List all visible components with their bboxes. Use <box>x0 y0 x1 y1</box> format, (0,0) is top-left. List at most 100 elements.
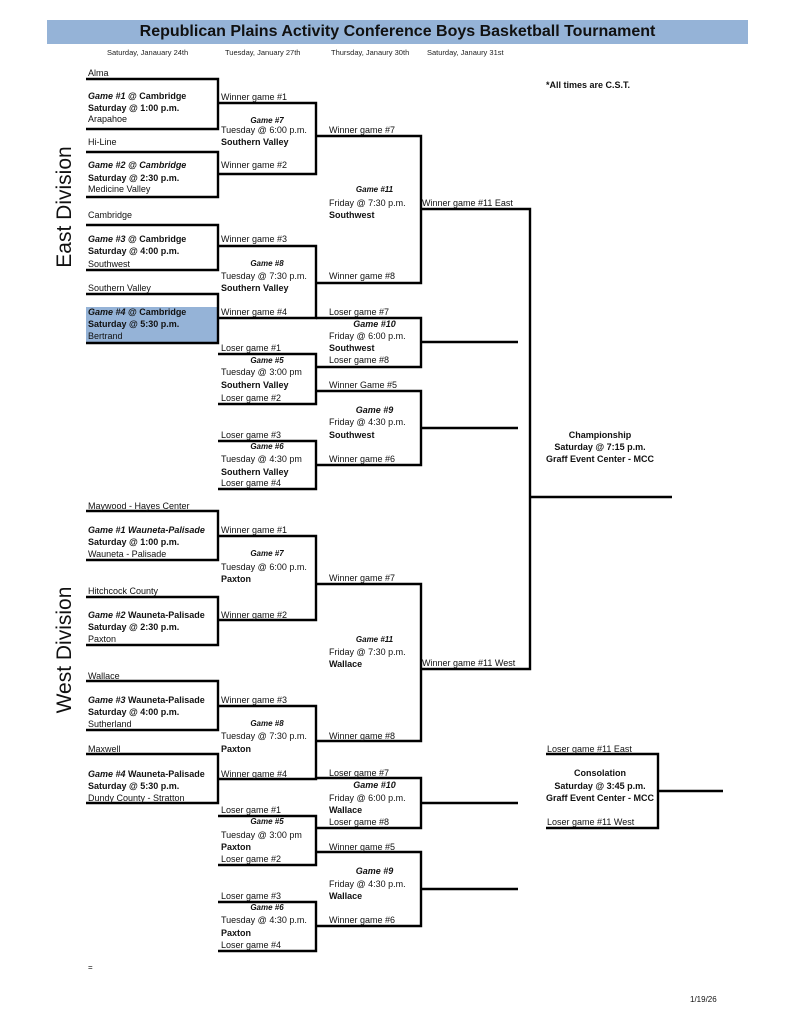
slot: Winner game #1 <box>221 92 288 102</box>
championship-time: Saturday @ 7:15 p.m. <box>554 442 646 452</box>
slot: Loser game #4 <box>221 940 282 950</box>
game-time: Tuesday @ 3:00 pm <box>221 367 302 377</box>
game-winner: Wallace <box>329 891 363 901</box>
game-winner: Paxton <box>221 928 252 938</box>
game-time: Saturday @ 2:30 p.m. <box>88 173 180 183</box>
game-label: Game #2 @ Cambridge <box>88 160 187 170</box>
slot: Loser game #1 <box>221 343 282 353</box>
game-winner: Southwest <box>329 343 375 353</box>
slot: Winner game #5 <box>329 842 396 852</box>
game-label: Game #5 <box>250 817 284 826</box>
team: Paxton <box>88 634 117 644</box>
slot: Loser game #2 <box>221 393 282 403</box>
team: Alma <box>88 68 109 78</box>
slot: Winner game #2 <box>221 160 288 170</box>
game-time: Friday @ 7:30 p.m. <box>329 647 406 657</box>
date-round-1: Saturday, Janauary 24th <box>107 48 189 57</box>
game-time: Friday @ 7:30 p.m. <box>329 198 406 208</box>
game-label: Game #10 <box>353 319 396 329</box>
game-time: Tuesday @ 7:30 p.m. <box>221 271 307 281</box>
footer-date: 1/19/26 <box>690 995 717 1004</box>
game-time: Friday @ 6:00 p.m. <box>329 331 406 341</box>
consolation-title: Consolation <box>574 768 626 778</box>
game-label: Game #11 <box>355 635 394 644</box>
slot: Loser game #8 <box>329 817 390 827</box>
game-time: Saturday @ 1:00 p.m. <box>88 537 180 547</box>
slot: Winner game #2 <box>221 610 288 620</box>
game-label: Game #5 <box>250 356 284 365</box>
game-label: Game #8 <box>250 719 284 728</box>
slot: Loser game #3 <box>221 891 282 901</box>
bracket-line <box>218 101 318 176</box>
slot: Winner Game #5 <box>329 380 398 390</box>
west-final-slot: Winner game #11 West <box>422 658 516 668</box>
date-round-3: Thursday, Janaury 30th <box>331 48 410 57</box>
game-label: Game #11 <box>355 185 394 194</box>
game-label: Game #1 @ Cambridge <box>88 91 187 101</box>
championship-title: Championship <box>568 430 632 440</box>
slot: Winner game #7 <box>329 125 396 135</box>
slot: Winner game #1 <box>221 525 288 535</box>
game-label: Game #6 <box>250 442 284 451</box>
game-label: Game #1 Wauneta-Palisade <box>88 525 205 535</box>
slot: Winner game #3 <box>221 234 288 244</box>
team: Medicine Valley <box>88 184 151 194</box>
game-label: Game #9 <box>355 405 394 415</box>
team: Hi-Line <box>88 137 117 147</box>
team: Dundy County - Stratton <box>88 793 185 803</box>
time-zone-note: *All times are C.S.T. <box>546 80 631 90</box>
game-label: Game #8 <box>250 259 284 268</box>
game-label: Game #2 Wauneta-Palisade <box>88 610 205 620</box>
game-time: Saturday @ 1:00 p.m. <box>88 103 180 113</box>
game-time: Tuesday @ 6:00 p.m. <box>221 562 307 572</box>
slot: Loser game #7 <box>329 307 390 317</box>
game-winner: Southern Valley <box>221 380 289 390</box>
game-label: Game #6 <box>250 903 284 912</box>
game-time: Tuesday @ 4:30 p.m. <box>221 915 307 925</box>
game-label: Game #3 Wauneta-Palisade <box>88 695 205 705</box>
game-label: Game #7 <box>250 116 284 125</box>
bracket-line <box>218 352 318 406</box>
bracket-line <box>86 223 220 272</box>
game-winner: Southwest <box>329 210 375 220</box>
team: Wallace <box>88 671 120 681</box>
bracket-line <box>421 207 532 671</box>
consolation-slot-east: Loser game #11 East <box>547 744 632 754</box>
team: Maxwell <box>88 744 121 754</box>
bracket-line <box>316 582 423 743</box>
page-title: Republican Plains Activity Conference Bo… <box>139 23 656 40</box>
slot: Loser game #7 <box>329 768 390 778</box>
game-time: Saturday @ 5:30 p.m. <box>88 781 180 791</box>
consolation-slot-west: Loser game #11 West <box>547 817 635 827</box>
team: Arapahoe <box>88 114 128 124</box>
slot: Loser game #2 <box>221 854 282 864</box>
game-winner: Southern Valley <box>221 467 289 477</box>
game-time: Tuesday @ 4:30 pm <box>221 454 302 464</box>
game-winner: Paxton <box>221 574 252 584</box>
game-time: Saturday @ 4:00 p.m. <box>88 707 180 717</box>
title-band <box>47 20 748 44</box>
slot: Loser game #3 <box>221 430 282 440</box>
slot: Winner game #3 <box>221 695 288 705</box>
game-label: Game #4 Wauneta-Palisade <box>88 769 205 779</box>
game-time: Friday @ 4:30 p.m. <box>329 417 406 427</box>
east-division-label: East Division <box>53 146 76 268</box>
game-time: Saturday @ 5:30 p.m. <box>88 319 180 329</box>
game-label: Game #10 <box>353 780 396 790</box>
team: Maywood - Hayes Center <box>88 501 190 511</box>
slot: Loser game #8 <box>329 355 390 365</box>
game-time: Tuesday @ 6:00 p.m. <box>221 125 307 135</box>
game-label: Game #4 @ Cambridge <box>88 307 187 317</box>
slot: Winner game #7 <box>329 573 396 583</box>
date-round-2: Tuesday, January 27th <box>225 48 301 57</box>
team: Southern Valley <box>88 283 151 293</box>
game-time: Tuesday @ 3:00 pm <box>221 830 302 840</box>
game-time: Friday @ 4:30 p.m. <box>329 879 406 889</box>
game-winner: Wallace <box>329 805 363 815</box>
slot: Winner game #4 <box>221 307 288 317</box>
team: Southwest <box>88 259 131 269</box>
west-division-label: West Division <box>53 586 76 714</box>
game-label: Game #7 <box>250 549 284 558</box>
game-time: Saturday @ 4:00 p.m. <box>88 246 180 256</box>
footer-mark: = <box>88 963 93 972</box>
